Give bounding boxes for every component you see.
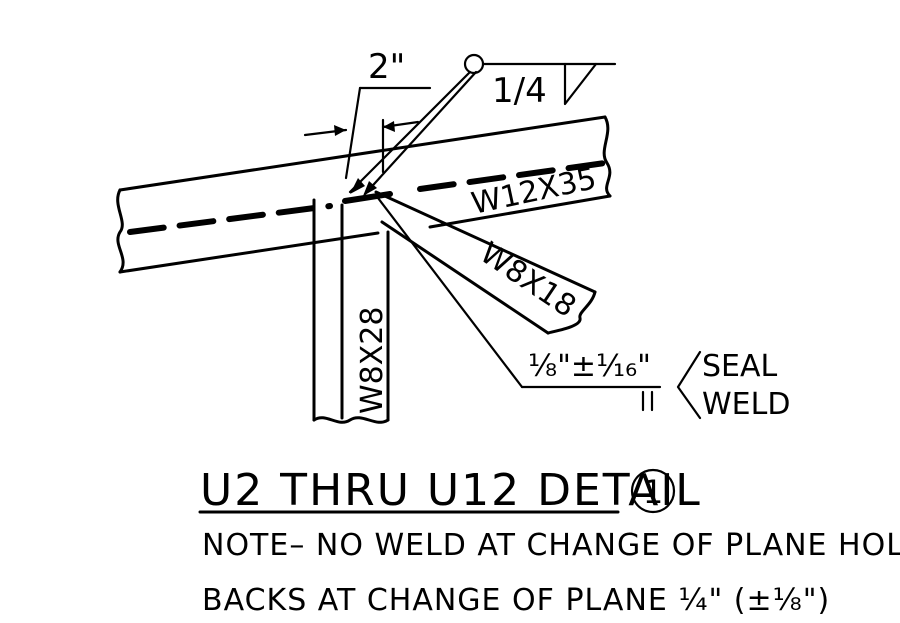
diagonal-member — [374, 190, 702, 420]
seal-weld-label-1: SEAL — [702, 349, 778, 384]
top-chord-beam — [116, 115, 612, 274]
dimension-label: 2" — [368, 47, 405, 87]
dimension-2in: 2" — [303, 47, 432, 180]
detail-title-block: U2 THRU U12 DETAIL 1 — [198, 465, 702, 516]
seal-weld-label-2: WELD — [702, 387, 790, 422]
seal-weld-size: ⅛"±¹⁄₁₆" — [528, 349, 651, 384]
vertical-member — [312, 198, 390, 424]
detail-number-circle — [630, 468, 676, 514]
fillet-weld-symbol: 1/4 — [348, 53, 617, 196]
detail-number: 1 — [643, 473, 663, 511]
weld-size-label: 1/4 — [492, 71, 547, 111]
detail-title: U2 THRU U12 DETAIL — [200, 465, 702, 516]
note-line-1: NOTE– NO WELD AT CHANGE OF PLANE HOLD — [202, 528, 900, 563]
note-line-2: BACKS AT CHANGE OF PLANE ¼" (±⅛") — [202, 583, 830, 618]
vertical-label: W8X28 — [355, 307, 390, 414]
